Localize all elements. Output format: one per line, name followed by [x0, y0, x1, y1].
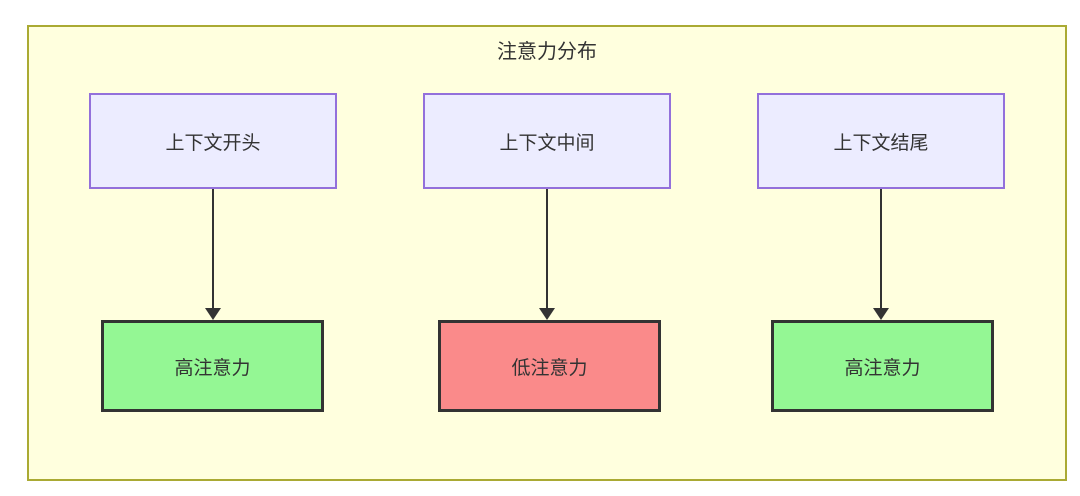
- node-attention-begin: 高注意力: [101, 320, 324, 412]
- arrow-head-icon: [205, 308, 221, 320]
- diagram-canvas: 注意力分布 上下文开头 高注意力 上下文中间 低注意力 上下文结尾 高注意力: [27, 25, 1067, 481]
- arrow-line: [546, 189, 548, 309]
- node-context-end: 上下文结尾: [757, 93, 1005, 189]
- node-attention-end: 高注意力: [771, 320, 994, 412]
- node-context-begin: 上下文开头: [89, 93, 337, 189]
- arrow-head-icon: [539, 308, 555, 320]
- diagram-title: 注意力分布: [497, 41, 597, 63]
- node-attention-middle: 低注意力: [438, 320, 661, 412]
- arrow-line: [880, 189, 882, 309]
- arrow-line: [212, 189, 214, 309]
- node-context-middle: 上下文中间: [423, 93, 671, 189]
- arrow-head-icon: [873, 308, 889, 320]
